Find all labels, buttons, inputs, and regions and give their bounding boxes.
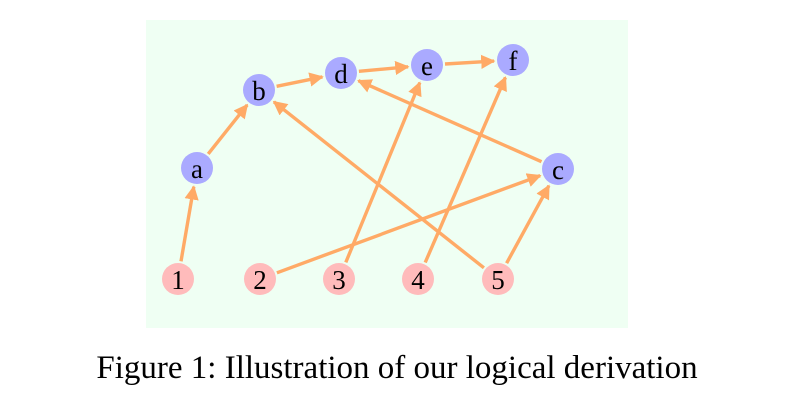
nodes-layer: a b c d e f 1 2 3 4 5 <box>162 44 574 295</box>
node-d: d <box>325 57 357 89</box>
node-label-f: f <box>509 46 518 76</box>
node-circle-a <box>181 152 213 184</box>
figure-caption: Figure 1: Illustration of our logical de… <box>96 350 698 386</box>
node-3: 3 <box>323 263 355 295</box>
node-a: a <box>181 152 213 184</box>
edge-4-to-f <box>423 76 507 264</box>
node-circle-e <box>411 49 443 81</box>
node-1: 1 <box>162 263 194 295</box>
node-c: c <box>542 153 574 185</box>
node-circle-b <box>243 74 275 106</box>
edge-c-to-d <box>357 79 543 164</box>
node-label-e: e <box>421 51 433 81</box>
node-label-a: a <box>191 154 203 184</box>
edge-e-to-f <box>444 54 496 69</box>
edge-5-to-c <box>505 184 551 265</box>
node-e: e <box>411 49 443 81</box>
node-circle-d <box>325 57 357 89</box>
node-circle-f <box>497 44 529 76</box>
edge-1-to-a <box>179 185 199 262</box>
edge-3-to-e <box>344 81 422 264</box>
derivation-graph: a b c d e f 1 2 3 4 5 <box>162 44 574 295</box>
node-label-5: 5 <box>491 265 505 295</box>
node-2: 2 <box>244 263 276 295</box>
edge-2-to-c <box>276 173 542 275</box>
edges-layer <box>179 54 551 275</box>
edge-a-to-b <box>206 103 249 155</box>
node-b: b <box>243 74 275 106</box>
node-label-1: 1 <box>171 265 185 295</box>
node-circle-1 <box>162 263 194 295</box>
edge-5-to-b <box>272 100 485 270</box>
edge-d-to-e <box>358 60 410 76</box>
node-label-c: c <box>552 155 564 185</box>
node-label-b: b <box>252 76 266 106</box>
node-5: 5 <box>482 263 514 295</box>
node-4: 4 <box>402 263 434 295</box>
node-label-3: 3 <box>332 265 346 295</box>
node-f: f <box>497 44 529 76</box>
node-label-d: d <box>334 59 348 89</box>
node-circle-2 <box>244 263 276 295</box>
node-label-2: 2 <box>253 265 267 295</box>
node-circle-c <box>542 153 574 185</box>
node-circle-5 <box>482 263 514 295</box>
node-circle-3 <box>323 263 355 295</box>
node-circle-4 <box>402 263 434 295</box>
node-label-4: 4 <box>411 265 425 295</box>
edge-b-to-d <box>276 72 324 88</box>
